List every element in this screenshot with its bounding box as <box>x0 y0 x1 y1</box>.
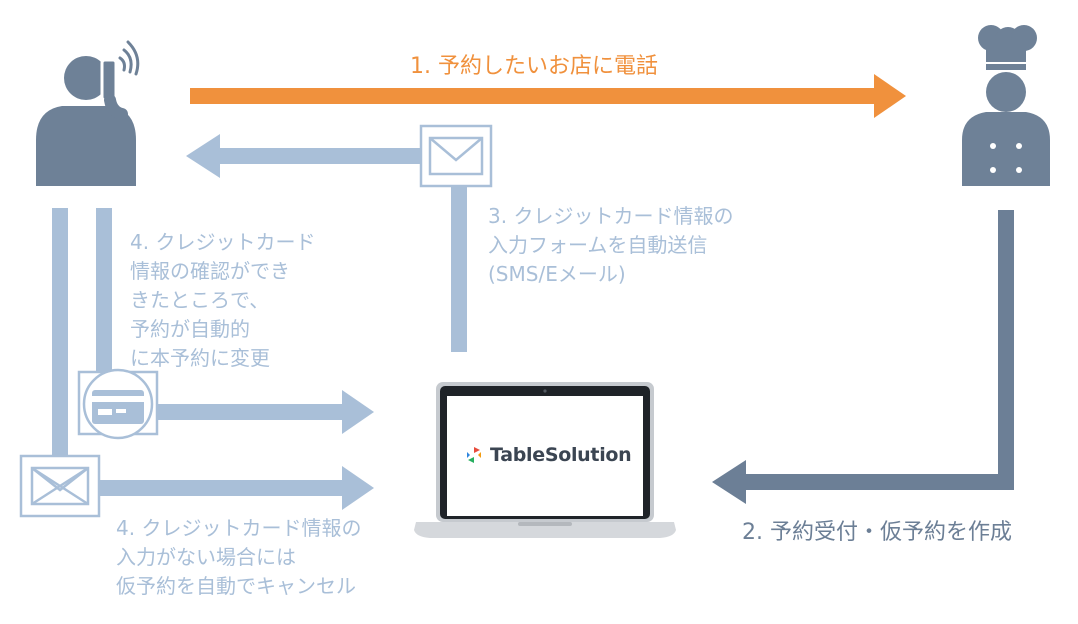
step4-confirmed-line-1: 4. クレジットカード <box>130 230 316 254</box>
step4-confirmed-line-5: に本予約に変更 <box>130 346 270 370</box>
credit-card-icon <box>77 368 159 440</box>
step3-label: 3. クレジットカード情報の 入力フォームを自動送信 (SMS/Eメール) <box>488 202 733 289</box>
step4-cancel-label: 4. クレジットカード情報の 入力がない場合には 仮予約を自動でキャンセル <box>116 514 361 601</box>
step4-confirmed-line-2: 情報の確認ができ <box>130 259 290 283</box>
step4-cancel-line-2: 入力がない場合には <box>116 545 296 569</box>
step4-confirmed-line-4: 予約が自動的 <box>130 317 250 341</box>
tablesolution-logo-icon <box>467 447 481 463</box>
arrow-send-form <box>186 134 467 352</box>
step2-label: 2. 予約受付・仮予約を作成 <box>742 518 1012 548</box>
step4-cancel-line-3: 仮予約を自動でキャンセル <box>116 574 356 598</box>
step3-line-3: (SMS/Eメール) <box>488 262 626 286</box>
brand-name: TableSolution <box>490 444 632 466</box>
line-no-input <box>52 208 68 456</box>
arrow-create-provisional <box>712 210 1014 504</box>
step4-cancel-line-1: 4. クレジットカード情報の <box>116 516 362 540</box>
step4-confirmed-label: 4. クレジットカード 情報の確認ができ きたところで、 予約が自動的 に本予約… <box>130 228 315 373</box>
step1-line: 1. 予約したいお店に電話 <box>410 54 658 79</box>
arrow-call-restaurant <box>190 74 906 118</box>
step2-line: 2. 予約受付・仮予約を作成 <box>742 520 1012 545</box>
arrow-auto-cancel <box>96 466 374 510</box>
crossed-envelope-icon <box>19 454 101 518</box>
chef-icon <box>962 25 1050 186</box>
line-card-confirmed <box>96 208 112 376</box>
step1-label: 1. 予約したいお店に電話 <box>410 52 658 82</box>
step3-line-2: 入力フォームを自動送信 <box>488 233 708 257</box>
arrow-card-confirmed <box>156 390 374 434</box>
step4-confirmed-line-3: きたところで、 <box>130 288 270 312</box>
step3-line-1: 3. クレジットカード情報の <box>488 204 734 228</box>
envelope-icon <box>419 124 493 188</box>
person-with-phone-icon <box>36 40 140 186</box>
tablesolution-logo: TableSolution <box>464 444 632 466</box>
